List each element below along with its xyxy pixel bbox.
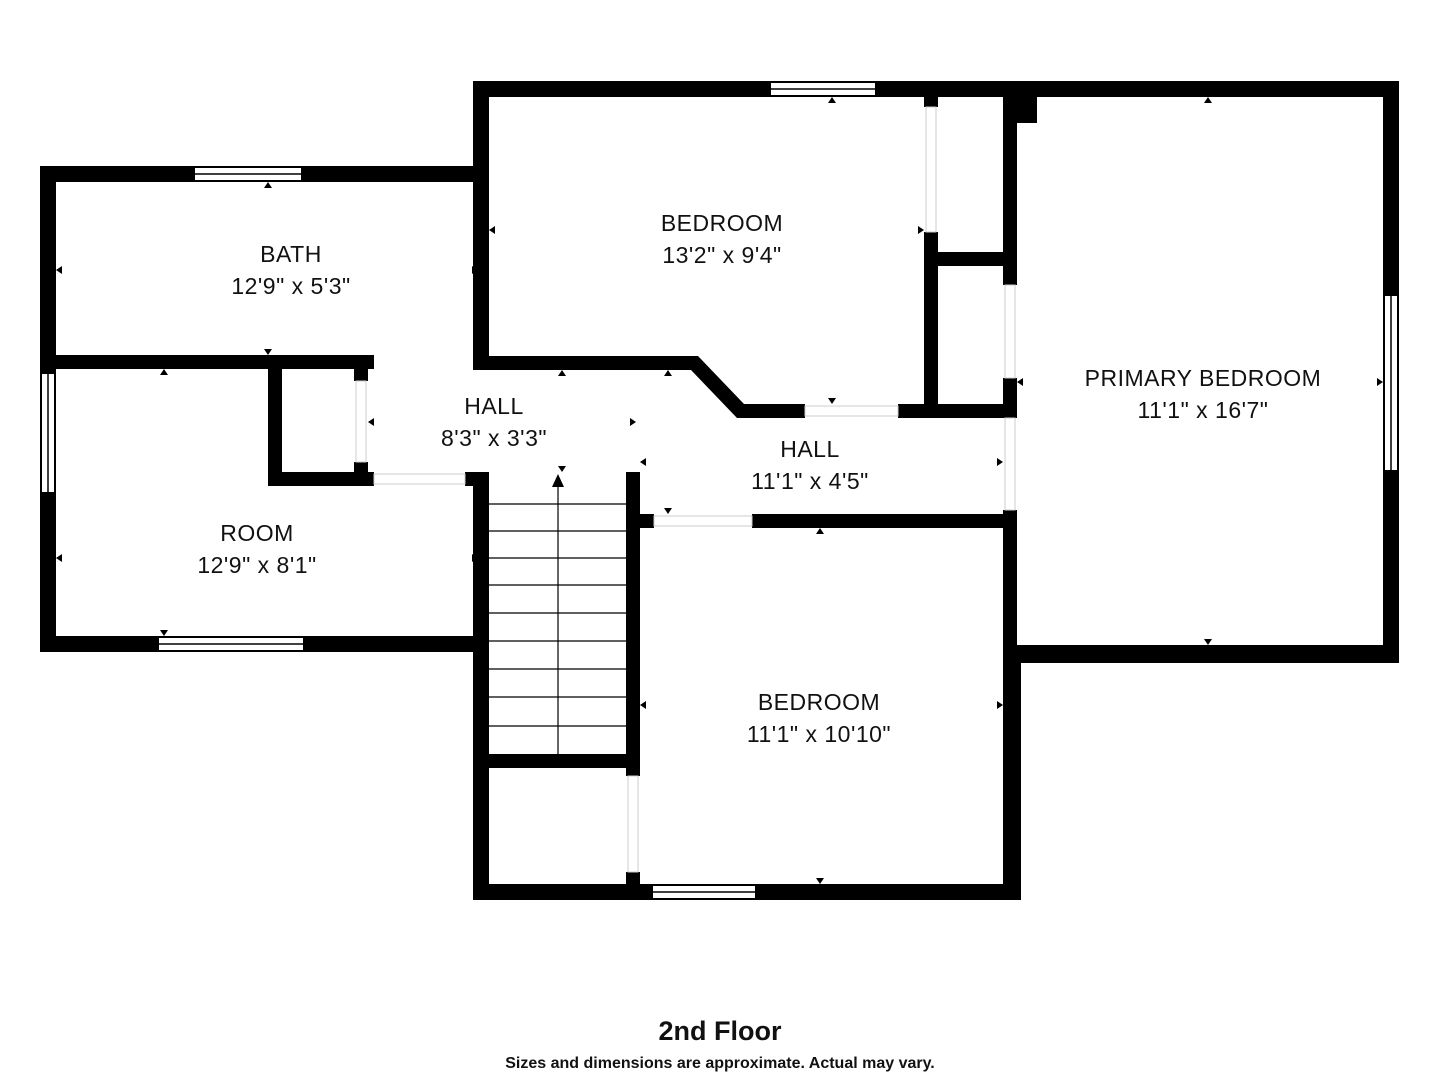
room-name-bedroom-bottom: BEDROOM <box>758 689 880 715</box>
room-dim-bedroom-top: 13'2" x 9'4" <box>662 242 781 268</box>
wall <box>489 754 640 768</box>
wall <box>924 97 938 107</box>
walls <box>40 81 1399 900</box>
wall <box>626 472 640 776</box>
room-labels: BATH 12'9" x 5'3" BEDROOM 13'2" x 9'4" P… <box>197 210 1321 747</box>
wall <box>473 81 1399 97</box>
wall <box>473 356 805 418</box>
door-openings <box>355 106 1016 873</box>
stairs <box>489 474 626 754</box>
wall <box>752 514 1003 528</box>
windows <box>40 81 1399 900</box>
wall <box>354 462 368 474</box>
wall <box>268 355 282 485</box>
room-name-bath: BATH <box>260 241 322 267</box>
floor-title: 2nd Floor <box>658 1016 782 1046</box>
disclaimer: Sizes and dimensions are approximate. Ac… <box>505 1055 935 1072</box>
room-dim-primary: 11'1" x 16'7" <box>1138 397 1269 423</box>
floor-plan: BATH 12'9" x 5'3" BEDROOM 13'2" x 9'4" P… <box>40 81 1399 900</box>
wall <box>473 81 489 369</box>
room-name-primary: PRIMARY BEDROOM <box>1085 365 1322 391</box>
triangle-marker-icon <box>56 97 1383 884</box>
room-name-room: ROOM <box>220 520 294 546</box>
room-dim-bath: 12'9" x 5'3" <box>231 273 350 299</box>
wall <box>1003 645 1021 900</box>
wall <box>1017 97 1037 123</box>
arrow-up-icon <box>552 474 564 487</box>
wall <box>473 472 489 900</box>
wall <box>1003 645 1399 663</box>
wall <box>1003 378 1017 418</box>
wall <box>56 355 374 369</box>
room-name-hall-left: HALL <box>464 393 524 419</box>
wall <box>924 232 938 418</box>
room-name-hall-right: HALL <box>780 436 840 462</box>
room-dim-room: 12'9" x 8'1" <box>197 552 316 578</box>
room-dim-hall-left: 8'3" x 3'3" <box>441 425 547 451</box>
room-dim-hall-right: 11'1" x 4'5" <box>751 468 869 494</box>
wall <box>354 369 368 381</box>
room-name-bedroom-top: BEDROOM <box>661 210 783 236</box>
wall <box>898 404 1003 418</box>
wall <box>268 472 374 486</box>
wall <box>924 252 1003 266</box>
room-dim-bedroom-bottom: 11'1" x 10'10" <box>747 721 891 747</box>
wall <box>1003 81 1017 285</box>
